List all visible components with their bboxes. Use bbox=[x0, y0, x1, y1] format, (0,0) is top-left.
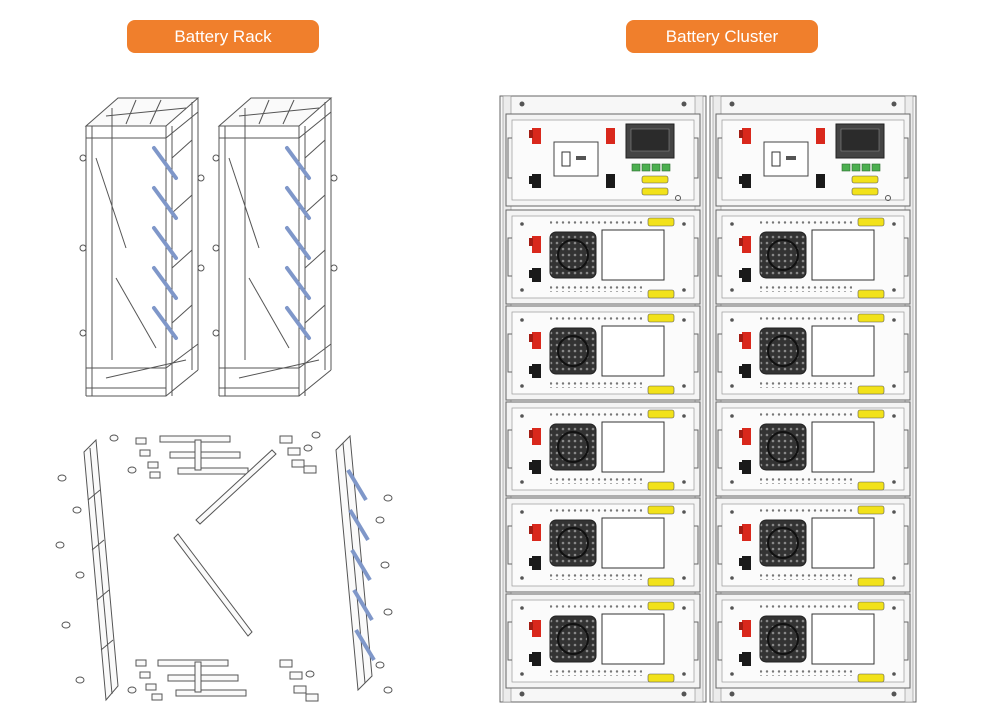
assembled-rack-left bbox=[79, 97, 205, 397]
assembled-rack-right bbox=[212, 97, 338, 397]
exploded-diagonal-braces bbox=[173, 449, 277, 637]
cluster-column-right bbox=[709, 95, 917, 703]
exploded-top-beams bbox=[109, 431, 321, 479]
exploded-side-panel-right bbox=[335, 434, 393, 694]
exploded-bottom-beams bbox=[127, 659, 319, 702]
control-unit-left bbox=[505, 113, 701, 207]
battery-rack-label: Battery Rack bbox=[127, 20, 319, 53]
control-unit-right bbox=[715, 113, 911, 207]
battery-cluster-label: Battery Cluster bbox=[626, 20, 818, 53]
exploded-side-panel-left bbox=[55, 438, 119, 702]
cluster-column-left bbox=[499, 95, 707, 703]
